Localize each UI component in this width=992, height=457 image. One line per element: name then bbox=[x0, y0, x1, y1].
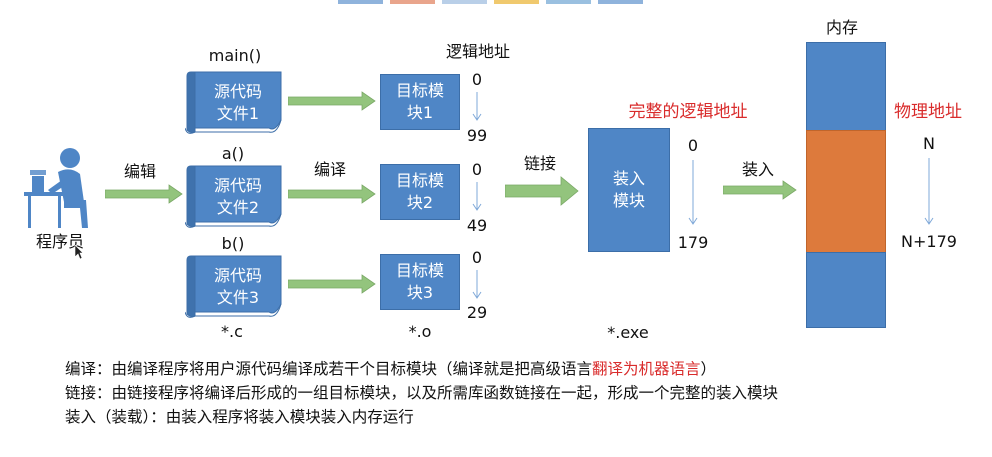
module2-start: 0 bbox=[471, 160, 483, 179]
physical-start: N bbox=[923, 134, 935, 153]
top-strip-2 bbox=[390, 0, 435, 4]
top-strip-4 bbox=[494, 0, 539, 4]
object-module-3: 目标模块3 bbox=[380, 254, 460, 310]
top-strip-5 bbox=[546, 0, 591, 4]
note-load: 装入（装载）：由装入程序将装入模块装入内存运行 bbox=[65, 408, 414, 426]
func-b-label: b() bbox=[221, 234, 245, 253]
module2-range-arrow bbox=[472, 182, 482, 211]
load-module: 装入模块 bbox=[588, 128, 670, 252]
object-module-1: 目标模块1 bbox=[380, 74, 460, 130]
physical-end: N+179 bbox=[901, 232, 957, 251]
compile-arrow-1 bbox=[288, 91, 376, 111]
top-strip-3 bbox=[442, 0, 487, 4]
module2-end: 49 bbox=[466, 216, 488, 235]
memory-block-allocated bbox=[806, 130, 886, 254]
edit-label: 编辑 bbox=[123, 162, 157, 181]
module3-start: 0 bbox=[471, 248, 483, 267]
physical-range-arrow bbox=[924, 158, 934, 225]
logical-address-label: 逻辑地址 bbox=[445, 42, 511, 61]
programmer-icon bbox=[24, 148, 88, 228]
ext-c-label: *.c bbox=[221, 322, 243, 341]
top-strip-6 bbox=[598, 0, 643, 4]
load-module-range-arrow bbox=[688, 160, 698, 225]
load-module-start: 0 bbox=[687, 136, 699, 155]
compile-arrow-2 bbox=[288, 184, 376, 204]
programmer-label: 程序员 bbox=[35, 232, 85, 251]
link-arrow bbox=[505, 176, 579, 206]
memory-block-bottom bbox=[806, 252, 886, 328]
func-main-label: main() bbox=[208, 46, 262, 65]
module3-end: 29 bbox=[466, 303, 488, 322]
mouse-cursor-icon bbox=[74, 244, 84, 260]
physical-address-label: 物理地址 bbox=[894, 102, 962, 122]
source-file-3: 源代码文件3 bbox=[185, 254, 285, 320]
memory-label: 内存 bbox=[825, 18, 859, 37]
ext-exe-label: *.exe bbox=[607, 323, 649, 342]
load-arrow bbox=[723, 180, 797, 200]
module1-range-arrow bbox=[472, 92, 482, 121]
module1-end: 99 bbox=[466, 126, 488, 145]
link-label: 链接 bbox=[523, 154, 557, 173]
load-module-end: 179 bbox=[677, 233, 709, 252]
compile-label: 编译 bbox=[313, 160, 347, 179]
func-a-label: a() bbox=[221, 144, 245, 163]
source-file-1: 源代码文件1 bbox=[185, 70, 285, 136]
complete-logical-address-label: 完整的逻辑地址 bbox=[628, 102, 748, 122]
note-compile: 编译：由编译程序将用户源代码编译成若干个目标模块（编译就是把高级语言翻译为机器语… bbox=[65, 360, 717, 378]
compile-arrow-3 bbox=[288, 274, 376, 294]
load-label: 装入 bbox=[741, 160, 775, 179]
edit-arrow bbox=[105, 184, 183, 204]
note-link: 链接：由链接程序将编译后形成的一组目标模块，以及所需库函数链接在一起，形成一个完… bbox=[65, 384, 779, 402]
top-strip-1 bbox=[338, 0, 383, 4]
memory-block-top bbox=[806, 42, 886, 132]
object-module-2: 目标模块2 bbox=[380, 164, 460, 220]
module3-range-arrow bbox=[472, 270, 482, 299]
ext-o-label: *.o bbox=[408, 322, 432, 341]
source-file-2: 源代码文件2 bbox=[185, 164, 285, 230]
module1-start: 0 bbox=[471, 70, 483, 89]
